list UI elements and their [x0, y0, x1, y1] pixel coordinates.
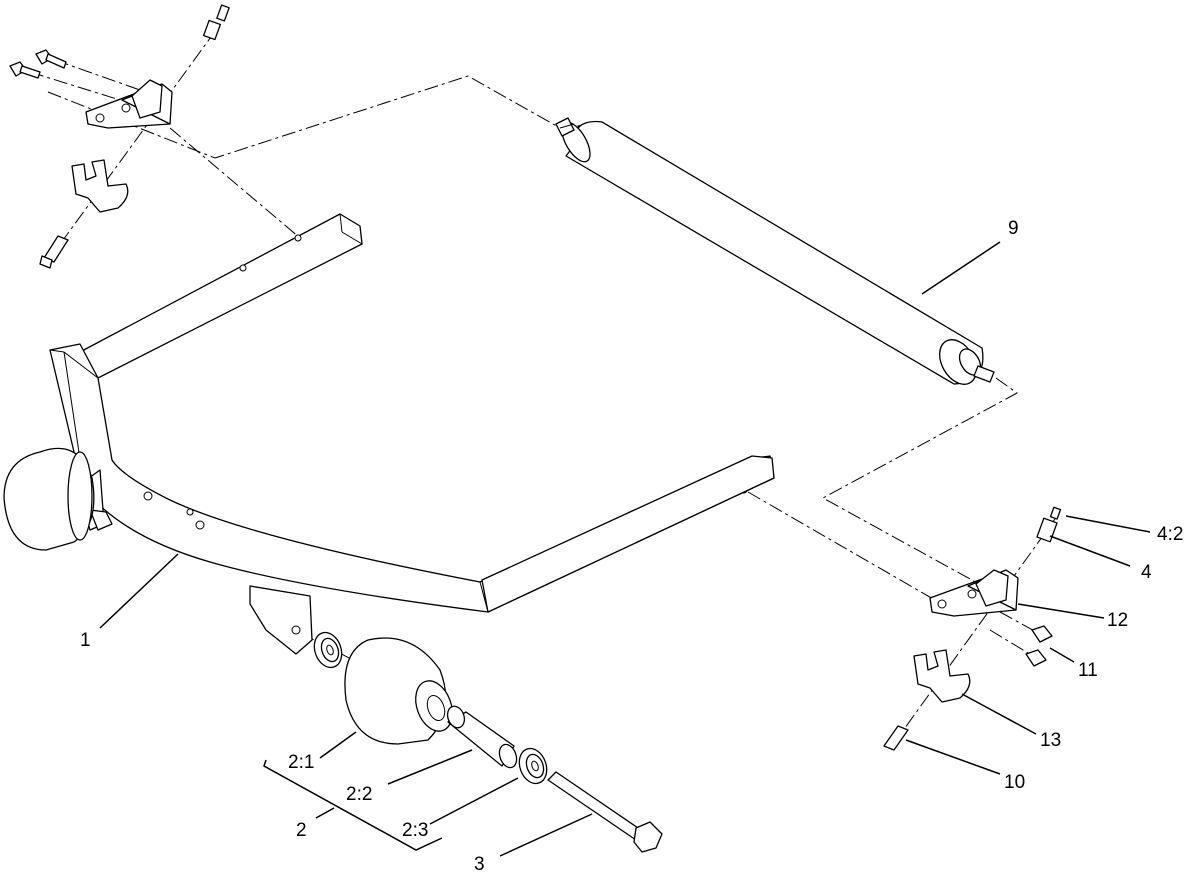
roller: [555, 117, 995, 385]
callout-4-2: 4:2: [1157, 524, 1183, 545]
callout-2-1: 2:1: [288, 752, 314, 773]
callout-9: 9: [1008, 218, 1019, 239]
axle-bolt: [547, 771, 663, 853]
callout-2-2: 2:2: [346, 784, 372, 805]
bolt-left-2: [35, 49, 67, 69]
callout-1: 1: [80, 630, 91, 651]
left-wheel: [3, 447, 95, 551]
top-left-hardware: [9, 4, 230, 269]
callout-2: 2: [296, 820, 307, 841]
main-frame: [49, 213, 775, 655]
spacer-tube: [446, 705, 518, 769]
bolt-left-1: [9, 61, 41, 79]
clamp-right: [913, 649, 971, 703]
callout-2-3: 2:3: [402, 820, 428, 841]
callout-12: 12: [1107, 610, 1128, 631]
leader-lines: [99, 241, 1151, 857]
mount-bracket-right: [929, 569, 1019, 617]
clamp-left: [71, 159, 129, 213]
bolt-left-10: [39, 235, 69, 269]
callout-4: 4: [1141, 562, 1152, 583]
assembly-lines: [29, 29, 1061, 747]
bolt-right-10: [883, 725, 909, 751]
callout-13: 13: [1040, 730, 1061, 751]
roller-wheel: [344, 637, 453, 745]
callout-labels: 1 9 4:2 4 12 11 13 10 2:1 2:2 2:3 2 3: [80, 218, 1183, 875]
grease-fitting-left: [202, 4, 230, 41]
bolt-right-11b: [1025, 649, 1047, 667]
mount-bracket-left: [85, 79, 173, 129]
callout-3: 3: [474, 854, 485, 875]
bearing-right: [518, 747, 548, 785]
right-hardware: [883, 506, 1062, 751]
bolt-right-11a: [1031, 625, 1053, 643]
callout-10: 10: [1004, 772, 1025, 793]
callout-11: 11: [1078, 660, 1098, 681]
bearing-left: [313, 631, 343, 669]
grease-fitting-right: [1036, 506, 1062, 543]
wheel-assembly: [313, 631, 663, 853]
